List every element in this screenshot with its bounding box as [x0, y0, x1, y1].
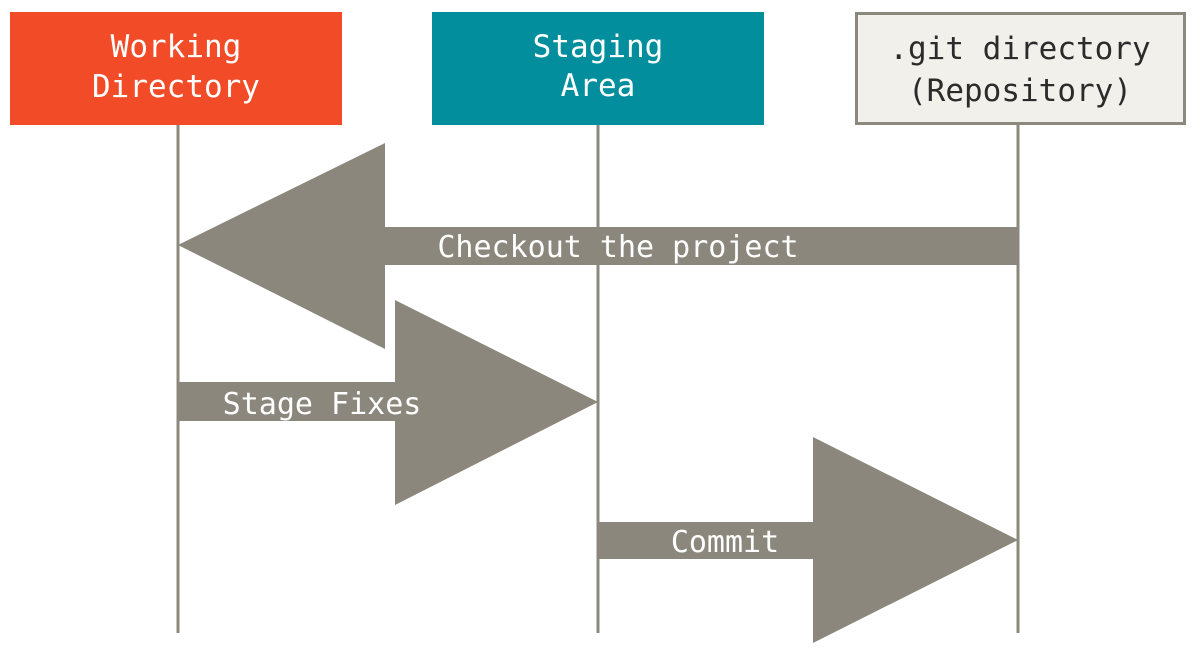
staging-area-label-line2: Area	[561, 68, 636, 104]
working-directory-box: Working Directory	[10, 12, 342, 125]
staging-area-label-line1: Staging	[533, 29, 664, 65]
repository-label-line2: (Repository)	[908, 73, 1132, 109]
working-directory-label-line1: Working	[111, 29, 242, 65]
working-directory-label-line2: Directory	[92, 69, 260, 105]
repository-box: .git directory (Repository)	[855, 12, 1186, 125]
checkout-arrow: Checkout the project	[178, 143, 1018, 349]
commit-arrow-label: Commit	[671, 525, 779, 560]
commit-arrow: Commit	[598, 437, 1018, 643]
staging-area-box: Staging Area	[432, 12, 764, 125]
checkout-arrow-label: Checkout the project	[437, 230, 798, 265]
stage-fixes-arrow: Stage Fixes	[178, 300, 598, 505]
repository-label-line1: .git directory	[889, 31, 1150, 67]
stage-fixes-arrow-label: Stage Fixes	[223, 387, 422, 422]
